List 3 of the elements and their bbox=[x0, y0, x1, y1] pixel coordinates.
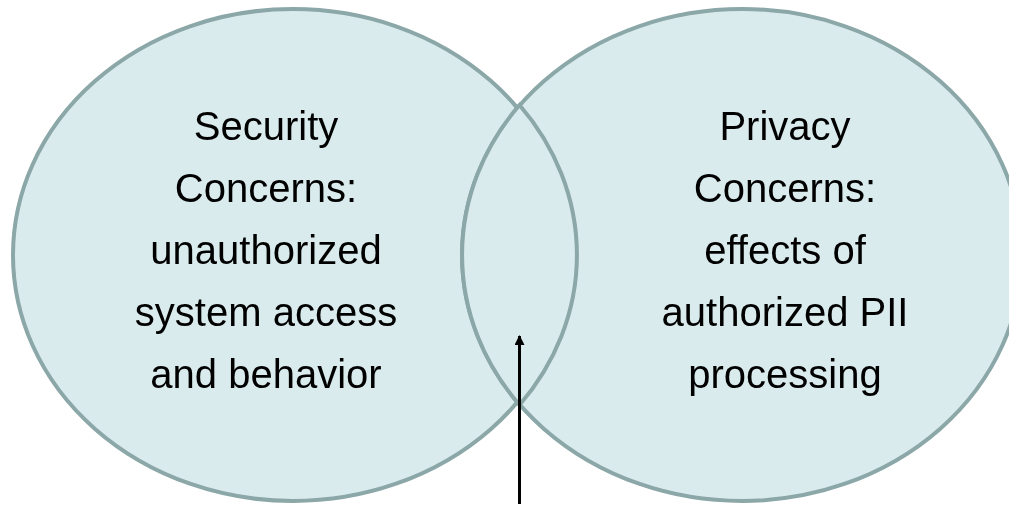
arrow bbox=[514, 335, 525, 504]
set-label: Security Concerns: unauthorized system access and behavior bbox=[133, 103, 399, 398]
set-label: Privacy Concerns: effects of authorized PII processing bbox=[660, 103, 910, 398]
